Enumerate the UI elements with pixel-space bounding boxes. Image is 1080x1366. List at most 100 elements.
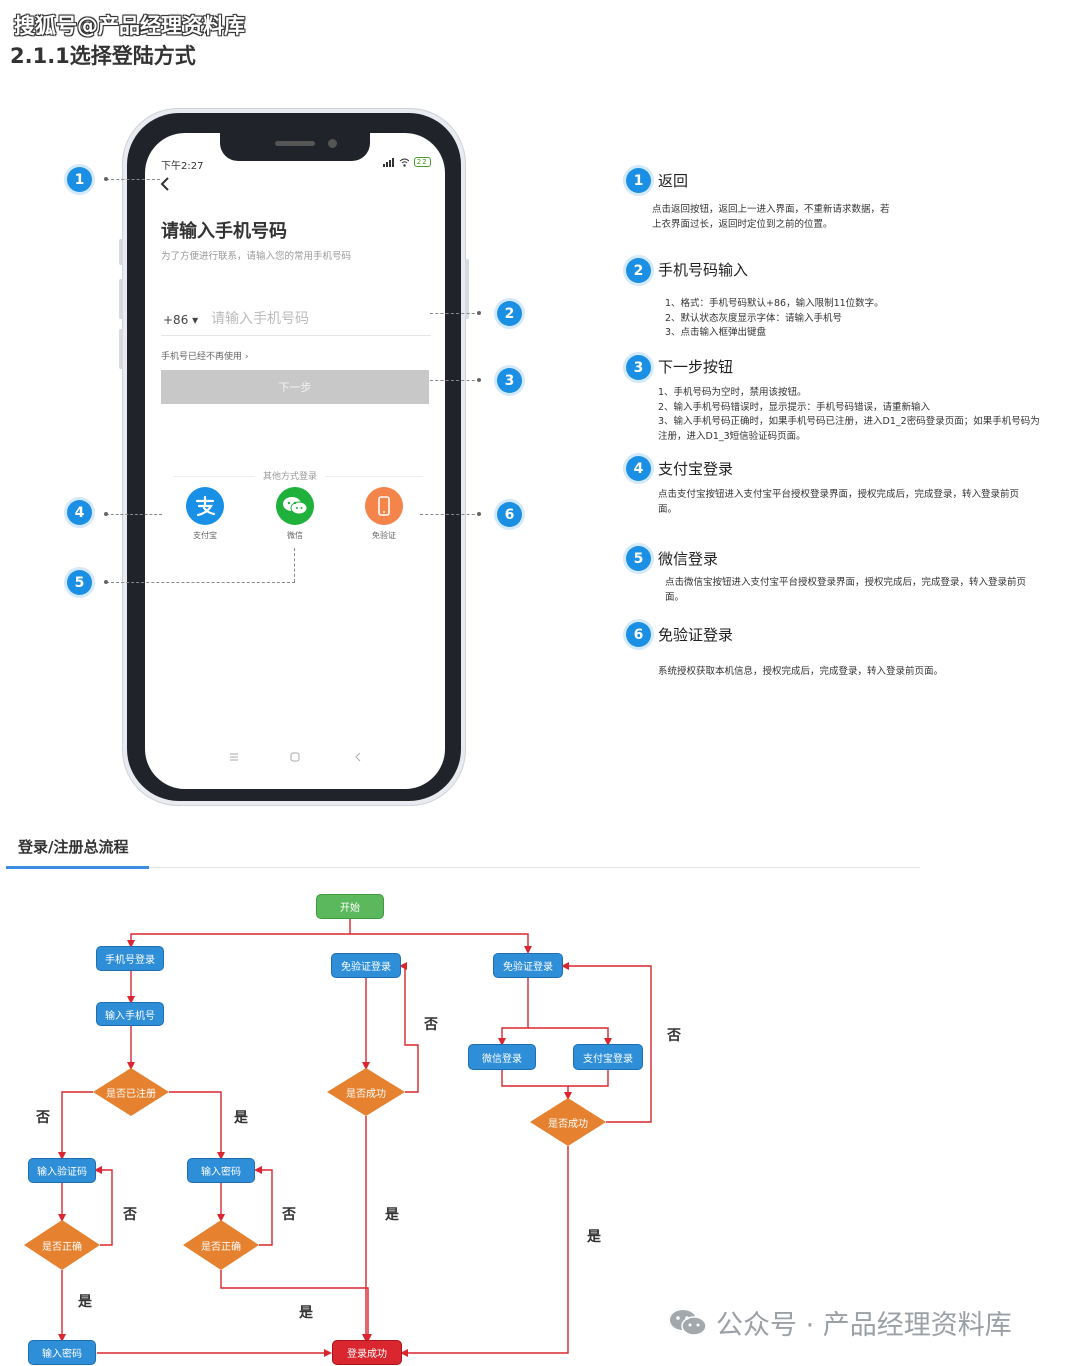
free-login-button[interactable] — [365, 487, 403, 525]
callout-dot — [104, 512, 108, 516]
callout-line — [430, 380, 480, 381]
desc-badge-4: 4 — [626, 456, 651, 481]
number-disabled-link[interactable]: 手机号已经不再使用 › — [161, 352, 249, 362]
desc-text: 系统授权获取本机信息，授权完成后，完成登录，转入登录前页面。 — [658, 666, 944, 677]
back-icon[interactable] — [353, 751, 363, 766]
desc-text: 点击微信宝按钮进入支付宝平台授权登录界面，授权完成后，完成登录，转入登录前页面。 — [665, 577, 1027, 603]
flow-label-yes: 是 — [299, 1305, 313, 1321]
flow-connectors — [24, 919, 652, 1357]
flow-label-no: 否 — [282, 1207, 296, 1223]
speaker — [275, 141, 315, 146]
flow-label-no: 否 — [667, 1028, 681, 1044]
callout-line — [430, 313, 480, 314]
flow-alipay-login: 支付宝登录 — [573, 1044, 643, 1070]
flow-label-yes: 是 — [587, 1229, 601, 1245]
wechat-login-button[interactable] — [276, 487, 314, 525]
phone-frame: 下午2:27 22 请输入手机号码 为了方便进行联系，请输入您的常用手机号码 +… — [127, 113, 461, 801]
camera — [328, 139, 337, 148]
flow-success-b: 是否成功 — [548, 1119, 588, 1130]
flow-input-phone: 输入手机号 — [96, 1002, 164, 1026]
flow-title: 登录/注册总流程 — [18, 838, 129, 856]
phone-screen: 下午2:27 22 请输入手机号码 为了方便进行联系，请输入您的常用手机号码 +… — [145, 133, 445, 789]
desc-text: 点击返回按钮，返回上一进入界面，不重新请求数据，若上衣界面过长，返回时定位到之前… — [652, 204, 890, 230]
flow-login-success: 登录成功 — [332, 1340, 402, 1365]
flow-input-code: 输入验证码 — [28, 1158, 96, 1183]
callout-line — [106, 582, 295, 583]
callout-dot — [477, 512, 481, 516]
callout-badge-2: 2 — [497, 301, 522, 326]
flow-title-underline — [6, 866, 149, 869]
desc-title-next: 下一步按钮 — [658, 358, 734, 376]
flow-label-no: 否 — [123, 1207, 137, 1223]
phone-side-button — [465, 259, 469, 319]
flow-code-correct: 是否正确 — [42, 1242, 82, 1253]
wechat-icon — [283, 497, 308, 515]
wechat-label: 微信 — [287, 531, 303, 540]
flow-label-yes: 是 — [78, 1294, 92, 1310]
callout-badge-6: 6 — [497, 502, 522, 527]
flow-input-password-a: 输入密码 — [28, 1340, 96, 1365]
page-subheading: 为了方便进行联系，请输入您的常用手机号码 — [161, 251, 352, 262]
next-button[interactable]: 下一步 — [161, 370, 429, 404]
phone-side-button — [119, 279, 123, 319]
phone-mockup: 下午2:27 22 请输入手机号码 为了方便进行联系，请输入您的常用手机号码 +… — [119, 108, 469, 806]
desc-text: 1、格式：手机号码默认+86，输入限制11位数字。2、默认状态灰度显示字体：请输… — [665, 298, 884, 338]
desc-title-back: 返回 — [658, 172, 689, 190]
callout-dot — [477, 311, 481, 315]
phone-side-button — [119, 329, 123, 369]
watermark-bottom: 公众号 · 产品经理资料库 — [668, 1303, 1012, 1342]
phone-icon — [378, 496, 390, 516]
desc-text: 1、手机号码为空时，禁用该按钮。2、输入手机号码错误时，显示提示：手机号码错误，… — [658, 387, 1040, 442]
alipay-label: 支付宝 — [193, 531, 217, 540]
wifi-icon — [399, 158, 410, 167]
watermark-bottom-text: 公众号 · 产品经理资料库 — [716, 1310, 1012, 1341]
callout-badge-4: 4 — [67, 500, 92, 525]
alipay-login-button[interactable] — [186, 487, 224, 525]
callout-badge-1: 1 — [67, 167, 92, 192]
flow-wechat-login: 微信登录 — [468, 1044, 536, 1070]
flow-label-no: 否 — [36, 1110, 50, 1126]
flow-is-registered: 是否已注册 — [106, 1089, 156, 1100]
status-icons: 22 — [383, 157, 431, 168]
flow-phone-login: 手机号登录 — [96, 946, 164, 971]
home-icon[interactable] — [290, 751, 300, 766]
flow-pwd-correct: 是否正确 — [201, 1242, 241, 1253]
desc-badge-2: 2 — [626, 258, 651, 283]
callout-dot — [104, 580, 108, 584]
chevron-left-icon — [160, 177, 169, 191]
back-button[interactable] — [159, 175, 171, 197]
callout-line — [420, 514, 480, 515]
flow-rule — [6, 867, 920, 868]
flow-label-no: 否 — [424, 1017, 438, 1033]
country-code-select[interactable]: +86 ▾ — [163, 313, 199, 327]
flow-free-login-a: 免验证登录 — [331, 953, 401, 978]
desc-title-free-login: 免验证登录 — [658, 626, 734, 644]
desc-title-alipay: 支付宝登录 — [658, 460, 734, 478]
desc-badge-3: 3 — [626, 355, 651, 380]
free-login-label: 免验证 — [372, 531, 396, 540]
watermark-top: 搜狐号@产品经理资料库 — [14, 14, 245, 38]
flow-label-yes: 是 — [385, 1207, 399, 1223]
page-heading: 请输入手机号码 — [161, 221, 287, 242]
menu-icon[interactable] — [229, 751, 239, 766]
phone-input[interactable] — [211, 307, 426, 331]
status-time: 下午2:27 — [161, 161, 204, 172]
input-underline — [161, 335, 431, 336]
desc-badge-6: 6 — [626, 622, 651, 647]
decision-diamonds — [24, 1068, 606, 1270]
wechat-icon — [670, 1309, 707, 1336]
other-methods-label: 其他方式登录 — [255, 469, 326, 482]
desc-title-phone-input: 手机号码输入 — [658, 261, 749, 279]
callout-dot — [104, 177, 108, 181]
flow-input-password-b: 输入密码 — [187, 1158, 255, 1183]
section-title: 2.1.1选择登陆方式 — [10, 44, 196, 68]
desc-badge-5: 5 — [626, 546, 651, 571]
callout-line — [106, 514, 162, 515]
callout-line — [294, 548, 295, 582]
flow-success-a: 是否成功 — [346, 1089, 386, 1100]
callout-badge-5: 5 — [67, 570, 92, 595]
signal-icon — [383, 157, 394, 167]
flow-start: 开始 — [316, 894, 384, 919]
phone-side-button — [119, 239, 123, 265]
flow-label-yes: 是 — [234, 1110, 248, 1126]
